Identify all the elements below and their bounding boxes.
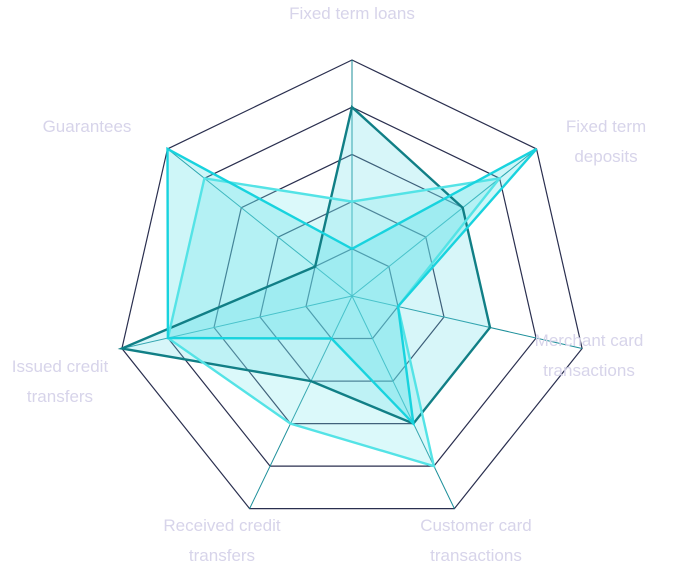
axis-spoke-2 (351, 148, 537, 297)
grid-ring-2 (259, 200, 445, 382)
axis-label-2-line-1: Fixed term (566, 117, 646, 136)
axis-label-1: Fixed term loans (289, 4, 415, 23)
axis-label-4-line-1: Customer card (420, 516, 531, 535)
axis-label-1-line-1: Fixed term loans (289, 4, 415, 23)
axis-spoke-3 (351, 295, 583, 349)
axis-label-6: Issued credit transfers (12, 357, 109, 406)
axis-label-6-line-1: Issued credit (12, 357, 109, 376)
axis-label-4: Customer card transactions (420, 516, 531, 565)
axis-label-2: Fixed term deposits (566, 117, 646, 166)
axis-spoke-4 (351, 295, 455, 509)
axis-label-6-line-2: transfers (27, 387, 93, 406)
series-3-area (167, 148, 537, 424)
axis-label-7: Guarantees (43, 117, 132, 136)
axis-label-3-line-1: Merchant card (535, 331, 644, 350)
series-3-line (166, 146, 538, 428)
series-1-area (121, 107, 491, 424)
series-2-line (166, 176, 503, 468)
axis-label-7-line-1: Guarantees (43, 117, 132, 136)
axis-label-2-line-2: deposits (574, 147, 637, 166)
axis-spoke-6 (121, 295, 353, 349)
axis-label-3-line-2: transactions (543, 361, 635, 380)
axis-spoke-5 (249, 295, 353, 509)
axis-spoke-7 (167, 148, 353, 297)
grid-ring-5 (121, 59, 583, 510)
axis-label-5-line-1: Received credit (163, 516, 280, 535)
axis-label-5: Received credit transfers (163, 516, 280, 565)
axis-label-3: Merchant card transactions (535, 331, 644, 380)
grid-ring-1 (305, 248, 399, 340)
axis-label-5-line-2: transfers (189, 546, 255, 565)
axis-label-4-line-2: transactions (430, 546, 522, 565)
